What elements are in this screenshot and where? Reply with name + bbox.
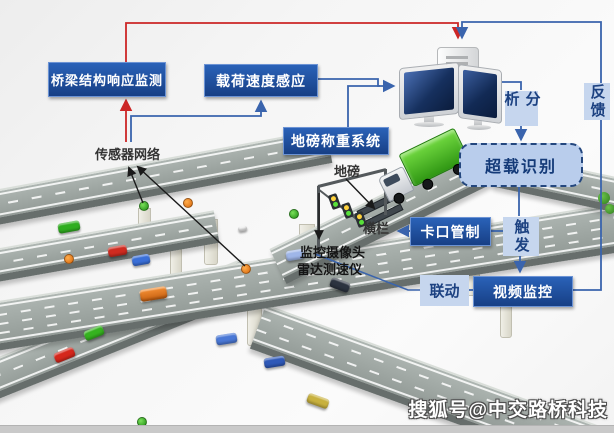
sensor-dot-orange [183,198,193,208]
tag-feedback: 反馈 [584,83,610,120]
bottom-border [0,425,614,433]
monitor-stand [474,118,482,126]
box-weighbridge-system: 地磅称重系统 [283,127,389,155]
sensor-dot-green [289,209,299,219]
monitor-stand [467,125,491,130]
sensor-dot-orange [64,254,74,264]
monitor-stand [424,114,434,123]
tag-linkage: 联动 [420,275,469,306]
monitor-right [458,63,502,125]
sensor-dot-orange [241,264,251,274]
box-overload-identification: 超载识别 [459,143,583,187]
label-barrier: 横栏 [363,221,390,236]
label-radar: 雷达测速仪 [297,262,363,277]
box-bridge-structure-monitoring: 桥梁结构响应监测 [48,62,166,97]
box-load-speed-sensing: 载荷速度感应 [204,64,318,97]
box-video-surveillance: 视频监控 [473,276,573,307]
monitor-left [399,61,459,121]
tag-analysis: 分析 [503,91,541,126]
label-camera: 监控摄像头 [300,245,366,260]
label-weighbridge: 地磅 [334,164,361,179]
box-checkpoint-control: 卡口管制 [410,217,491,246]
tree-icon [605,204,614,214]
sensor-dot-green [139,201,149,211]
tag-trigger: 触发 [503,217,539,256]
watermark: 搜狐号@中交路桥科技 [408,400,608,421]
label-sensor-network: 传感器网络 [95,147,161,162]
monitor-stand [414,122,444,127]
